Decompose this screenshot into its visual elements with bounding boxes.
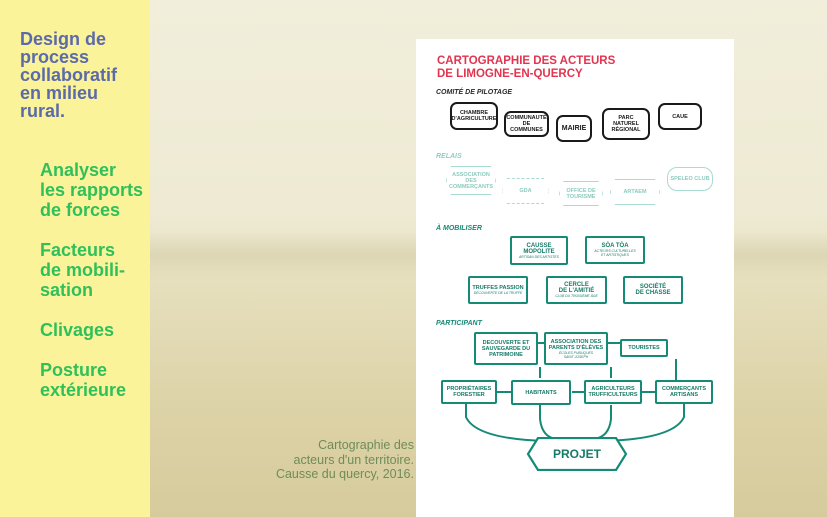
node-proprietaires-forestier: PROPRIÉTAIRES FORESTIER	[441, 380, 497, 404]
section-pilotage-label: COMITÉ DE PILOTAGE	[436, 89, 513, 96]
node-commercants-artisans: COMMERÇANTS ARTISANS	[655, 380, 713, 404]
node-communaute-communes: COMMUNAUTÉ DE COMMUNES	[504, 111, 549, 137]
topic-posture[interactable]: Posture extérieure	[40, 360, 127, 400]
deck-title: Design de process collaboratif en milieu…	[20, 29, 118, 121]
connector-left-trunk	[465, 404, 547, 442]
node-decouverte-patrimoine: DECOUVERTE ET SAUVEGARDE DU PATRIMOINE	[474, 332, 538, 365]
node-societe-chasse: SOCIÉTÉ DE CHASSE	[623, 276, 683, 304]
sidebar: Design de process collaboratif en milieu…	[0, 0, 150, 517]
connector-right-trunk	[603, 404, 685, 442]
node-habitants: HABITANTS	[511, 380, 571, 405]
node-projet: PROJET	[552, 446, 601, 461]
topic-list: Analyser les rapports de forces Facteurs…	[40, 160, 150, 420]
node-caue: CAUE	[658, 103, 702, 130]
node-association-commercants: ASSOCIATION DES COMMERÇANTS	[446, 166, 496, 195]
node-office-tourisme: OFFICE DE TOURISME	[559, 181, 603, 206]
node-artaem: ARTAEM	[610, 179, 660, 205]
node-mairie: MAIRIE	[556, 115, 592, 142]
node-parc-naturel: PARC NATUREL RÉGIONAL	[602, 108, 650, 140]
node-agriculteurs-trufficulteurs: AGRICULTEURS TRUFFICULTEURS	[584, 380, 642, 404]
actor-map-card: CARTOGRAPHIE DES ACTEURS DE LIMOGNE-EN-Q…	[416, 39, 734, 517]
node-chambre-agriculture: CHAMBRE D'AGRICULTURE	[450, 102, 498, 130]
node-projet-shape	[526, 437, 628, 471]
topic-analyser[interactable]: Analyser les rapports de forces	[40, 160, 144, 220]
topic-facteurs[interactable]: Facteurs de mobili- sation	[40, 240, 125, 300]
node-gda: GDA	[502, 178, 549, 204]
section-participant-label: PARTICIPANT	[436, 320, 482, 327]
section-mobiliser-label: À MOBILISER	[436, 225, 482, 232]
node-speleo-club: SPELEO CLUB	[667, 167, 713, 191]
section-relais-label: RELAIS	[436, 153, 462, 160]
diagram-title: CARTOGRAPHIE DES ACTEURS DE LIMOGNE-EN-Q…	[437, 55, 616, 80]
image-caption: Cartographie des acteurs d'un territoire…	[275, 438, 414, 481]
topic-clivages[interactable]: Clivages	[40, 320, 115, 340]
node-touristes: TOURISTES	[620, 339, 668, 357]
